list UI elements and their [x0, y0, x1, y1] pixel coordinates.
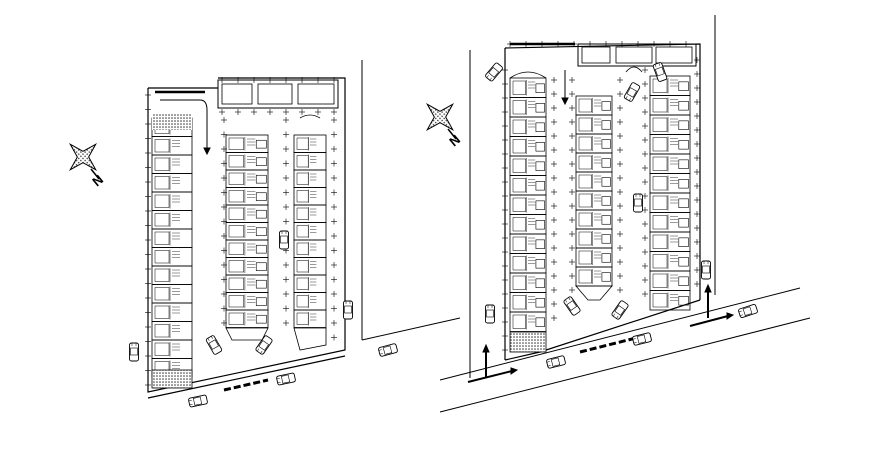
car-icon — [275, 372, 297, 386]
house-unit — [225, 274, 269, 293]
house-unit — [293, 134, 327, 153]
north-arrow-icon: N — [425, 102, 463, 150]
car-icon — [205, 334, 223, 356]
house-unit — [225, 292, 269, 311]
house-unit — [225, 239, 269, 258]
north-arrow-label: N — [446, 132, 463, 150]
car-icon — [343, 300, 353, 320]
north-arrow-label: N — [89, 172, 106, 190]
house-unit — [649, 290, 691, 311]
landscape-area — [509, 331, 547, 353]
house-unit — [509, 311, 547, 332]
house-unit — [225, 169, 269, 188]
car-icon — [737, 303, 759, 319]
house-unit — [225, 152, 269, 171]
house-unit — [225, 257, 269, 276]
house-unit — [225, 222, 269, 241]
car-icon — [279, 230, 289, 250]
car-icon — [377, 342, 399, 358]
left-site-plan — [145, 60, 461, 399]
house-unit — [293, 274, 327, 293]
car-icon — [633, 193, 643, 213]
car-icon — [623, 81, 641, 103]
house-unit — [293, 239, 327, 258]
car-icon — [129, 342, 139, 362]
car-icon — [562, 295, 582, 317]
house-unit — [293, 292, 327, 311]
house-unit — [293, 169, 327, 188]
landscape-area — [152, 114, 192, 130]
car-icon — [187, 394, 209, 408]
house-unit — [293, 187, 327, 206]
car-icon — [254, 334, 274, 356]
car-icon — [484, 61, 504, 83]
car-icon — [701, 260, 711, 280]
house-unit — [293, 152, 327, 171]
house-unit — [225, 134, 269, 153]
car-icon — [610, 299, 630, 321]
north-arrow-icon: N — [68, 142, 106, 190]
car-icon — [485, 304, 495, 324]
house-unit — [293, 309, 327, 328]
house-unit — [225, 187, 269, 206]
landscape-area — [151, 369, 193, 389]
house-unit — [293, 222, 327, 241]
house-unit — [225, 204, 269, 223]
house-unit — [293, 204, 327, 223]
car-icon — [631, 332, 653, 346]
car-icon — [545, 355, 567, 369]
right-site-plan — [439, 15, 811, 413]
house-unit — [293, 257, 327, 276]
house-unit — [225, 309, 269, 328]
